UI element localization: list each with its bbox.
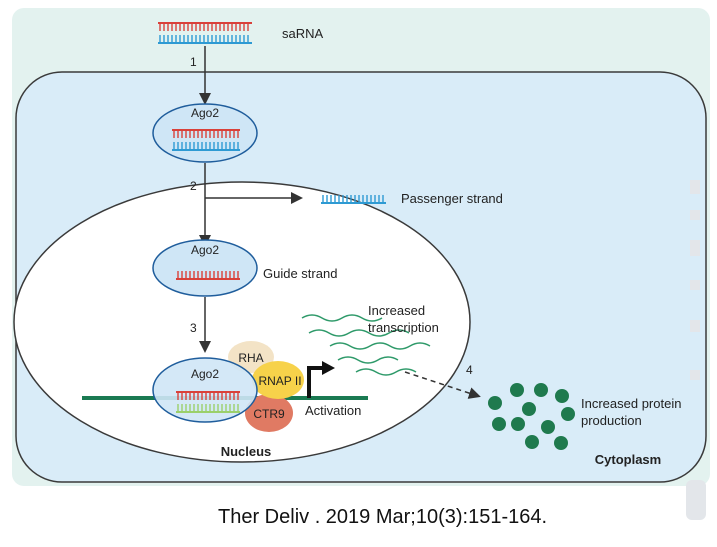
mrna-transcripts (301, 314, 431, 376)
ago2-top-label: Ago2 (191, 106, 219, 120)
sarna-duplex (158, 22, 252, 44)
watermark-strip (686, 180, 706, 520)
ctr9-protein (245, 394, 293, 432)
activation-label: Activation (305, 403, 361, 418)
protein-dots (488, 383, 575, 450)
increased-protein-label-2: production (581, 413, 642, 428)
rnap-ii-protein (252, 361, 304, 399)
step3-number: 3 (190, 321, 197, 335)
increased-protein-label-1: Increased protein (581, 396, 681, 411)
ago2-complex-top (152, 103, 258, 163)
guide-strand (176, 271, 240, 280)
ago2-complex-guide (152, 239, 258, 297)
ago2-mid-label: Ago2 (191, 243, 219, 257)
ctr9-label: CTR9 (253, 407, 285, 421)
guide-strand-label: Guide strand (263, 266, 337, 281)
sarna-label: saRNA (282, 26, 324, 41)
transcription-start-arrow (307, 366, 326, 398)
increased-transcription-label-2: transcription (368, 320, 439, 335)
nucleus-label: Nucleus (221, 444, 272, 459)
rnap-ii-label: RNAP II (258, 374, 301, 388)
cytoplasm-label: Cytoplasm (595, 452, 661, 467)
passenger-strand (321, 195, 386, 204)
guide-target-hybrid (176, 391, 240, 413)
ago2-bottom-label: Ago2 (191, 367, 219, 381)
step1-number: 1 (190, 55, 197, 69)
passenger-strand-label: Passenger strand (401, 191, 503, 206)
ago2-top-duplex (172, 129, 240, 151)
increased-transcription-label-1: Increased (368, 303, 425, 318)
rha-label: RHA (238, 351, 263, 365)
transcription-arrowhead (322, 361, 335, 375)
citation: Ther Deliv . 2019 Mar;10(3):151-164. (218, 506, 548, 528)
step4-number: 4 (466, 363, 473, 377)
ago2-complex-dna (152, 357, 258, 423)
nucleus-ellipse (13, 181, 471, 463)
step4-arrow (404, 371, 481, 399)
step2-number: 2 (190, 179, 197, 193)
